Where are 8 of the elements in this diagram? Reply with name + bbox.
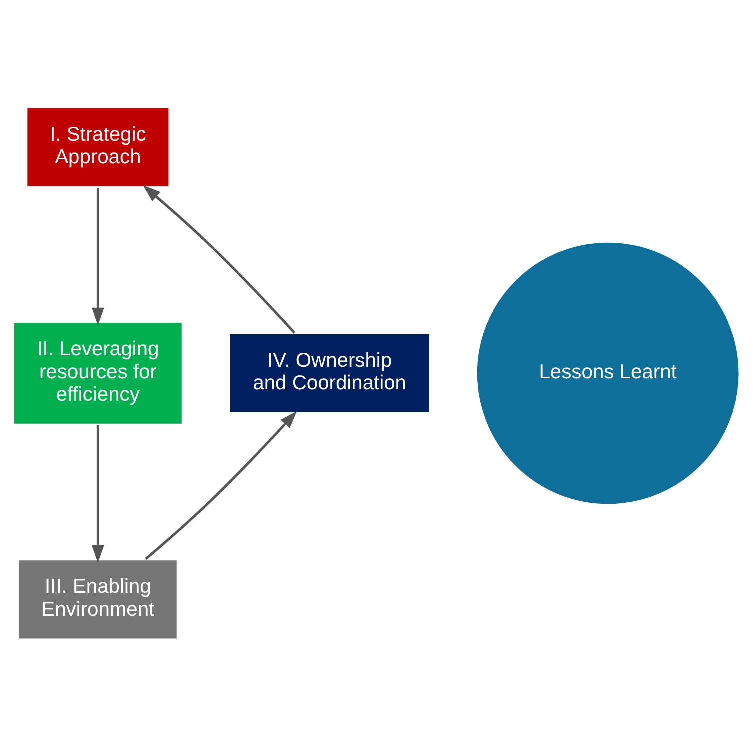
arrow — [145, 410, 298, 560]
node-circle: Lessons Learnt — [474, 240, 742, 506]
arrow — [92, 425, 104, 563]
arrow — [143, 184, 296, 334]
arrow — [92, 188, 104, 326]
node-box: III. Enabling Environment — [16, 558, 180, 641]
node-box: II. Leveraging resources for efficiency — [12, 320, 184, 426]
node-box: I. Strategic Approach — [25, 105, 172, 188]
